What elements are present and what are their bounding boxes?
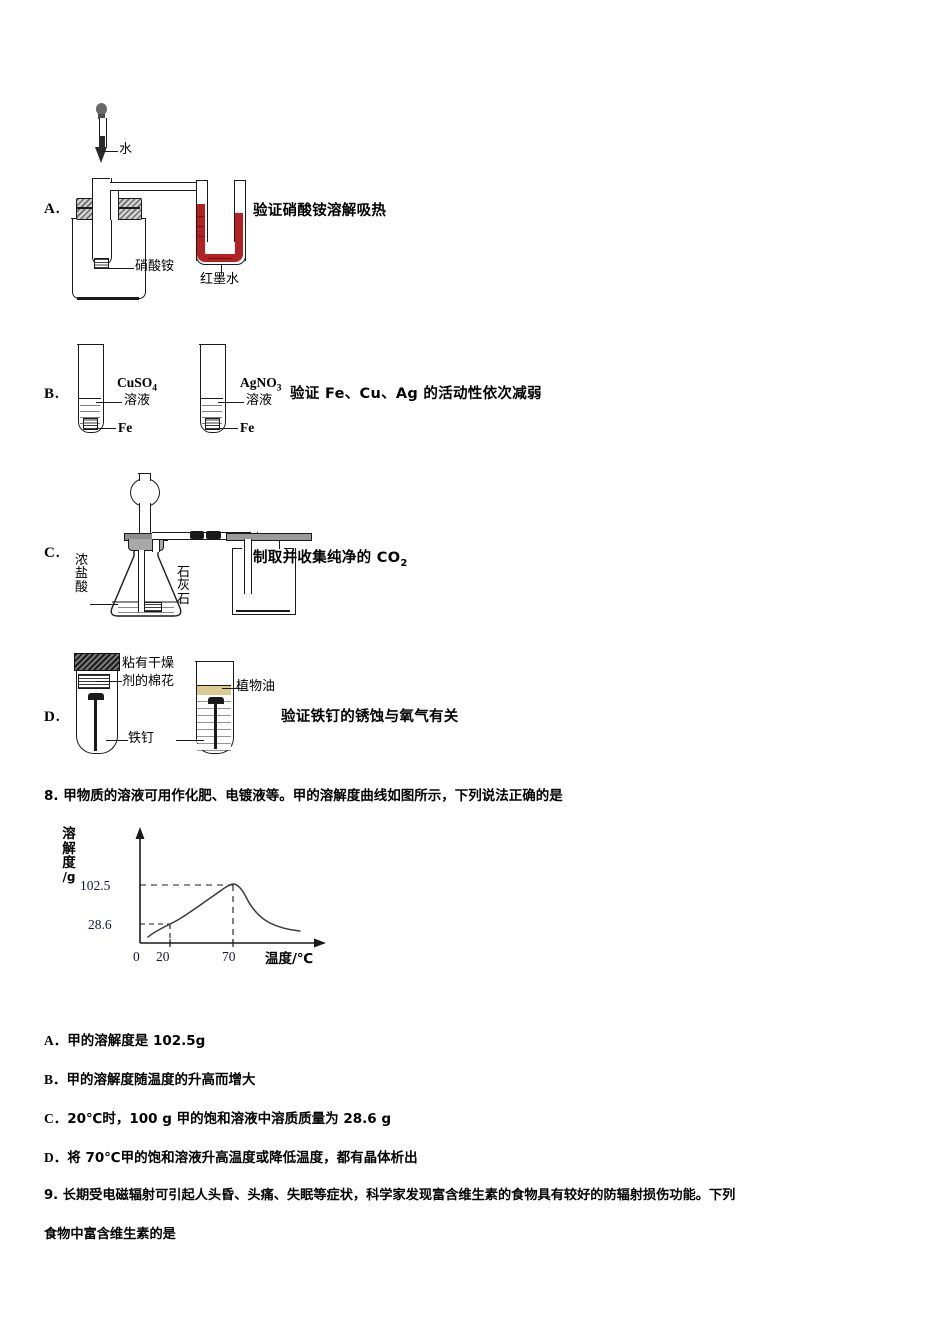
question-9-line-1: 9. 长期受电磁辐射可引起人头昏、头痛、失眠等症状，科学家发现富含维生素的食物具… [44, 1188, 736, 1203]
option-a-letter: A. [44, 201, 61, 217]
q8-choice-b: B．甲的溶解度随温度的升高而增大 [44, 1068, 256, 1088]
u-tube [196, 180, 248, 272]
label-vegetable-oil: 植物油 [236, 679, 276, 694]
q8-choice-b-text: 甲的溶解度随温度的升高而增大 [66, 1072, 256, 1088]
label-solution-2: 溶液 [246, 393, 273, 408]
glass-cover-plate [226, 533, 312, 541]
chart-ytick-28_6: 28.6 [88, 917, 112, 932]
question-8-stem: 8. 甲物质的溶液可用作化肥、电镀液等。甲的溶解度曲线如图所示，下列说法正确的是 [44, 788, 563, 804]
option-d-letter: D. [44, 709, 61, 725]
red-ink-right [235, 213, 243, 252]
label-solution-1: 溶液 [124, 393, 151, 408]
test-tube-agno3 [199, 344, 226, 440]
iron-leader-line-1 [96, 428, 116, 429]
solution-leader-line-2 [218, 402, 244, 403]
chart-ytick-102_5: 102.5 [80, 878, 111, 893]
conical-flask [106, 538, 186, 620]
q8-choice-a: A．甲的溶解度是 102.5g [44, 1029, 205, 1049]
q8-choice-a-text: 甲的溶解度是 102.5g [67, 1033, 206, 1049]
chart-svg [135, 827, 326, 948]
funnel-stem-inner [138, 550, 145, 612]
q8-choice-c: C．20℃时，100 g 甲的饱和溶液中溶质质量为 28.6 g [44, 1107, 391, 1127]
label-conc-hcl: 浓盐酸 [74, 553, 88, 595]
label-fe-1: Fe [118, 420, 133, 435]
label-dry-cotton: 粘有干燥剂的棉花 [122, 656, 175, 689]
pinch-clamp [190, 531, 222, 539]
option-b-letter: B. [44, 386, 60, 402]
iron-nail-leader-line-1 [106, 740, 128, 741]
iron-leader-line-2 [218, 428, 238, 429]
dry-cotton-leader-line [96, 681, 122, 682]
q8-choice-c-letter: C． [44, 1111, 68, 1126]
iron-nail-2 [208, 697, 224, 749]
ylabel-char-2: 度 [62, 855, 76, 872]
agno3-subscript: 3 [276, 383, 282, 394]
label-cuso4: CuSO4 [117, 375, 157, 394]
solution-leader-line-1 [96, 402, 122, 403]
label-agno3: AgNO3 [240, 375, 282, 394]
label-limestone: 石灰石 [176, 565, 190, 607]
dropper-icon [92, 103, 112, 165]
label-iron-nail: 铁钉 [128, 731, 155, 746]
chart-xtick-70: 70 [222, 949, 236, 964]
option-b-caption: 验证 Fe、Cu、Ag 的活动性依次减弱 [290, 386, 542, 402]
ylabel-char-0: 溶 [62, 826, 76, 842]
water-leader-line [101, 151, 118, 152]
red-ink-leader-line [221, 264, 222, 274]
vegetable-oil-leader-line [222, 688, 246, 689]
gas-collection-bottle [232, 540, 296, 616]
ylabel-char-1: 解 [62, 840, 76, 857]
label-ammonium-nitrate: 硝酸铵 [135, 259, 175, 274]
test-tube-dry [76, 657, 118, 762]
option-a-caption: 验证硝酸铵溶解吸热 [253, 203, 387, 219]
cuso4-subscript: 4 [152, 383, 158, 394]
q8-choice-d-letter: D． [44, 1150, 68, 1165]
test-tube-cuso4 [77, 344, 104, 440]
solubility-chart: 溶 解 度 /g 102.5 28.6 [60, 825, 400, 975]
option-c-caption: 制取并收集纯净的 CO2 [253, 546, 408, 569]
tube-stopper-dark [74, 653, 120, 671]
label-red-ink: 红墨水 [200, 272, 240, 287]
q8-choice-d: D．将 70℃甲的饱和溶液升高温度或降低温度，都有晶体析出 [44, 1146, 418, 1166]
ammonium-nitrate-solid [94, 258, 109, 269]
question-9-line-2: 食物中富含维生素的是 [44, 1227, 176, 1242]
conc-hcl-leader-line [90, 604, 118, 605]
option-c-caption-text: 制取并收集纯净的 CO [253, 550, 401, 566]
option-d-caption: 验证铁钉的锈蚀与氧气有关 [281, 709, 459, 725]
dropping-funnel [126, 473, 162, 539]
chart-xlabel: 温度/℃ [265, 951, 314, 967]
iron-nail-1 [88, 693, 104, 751]
chart-xtick-20: 20 [156, 949, 170, 964]
label-fe-2: Fe [240, 420, 255, 435]
bottle-inner-tube [244, 539, 252, 594]
iron-nail-leader-line-2 [176, 740, 204, 741]
ammonium-nitrate-leader-line [106, 268, 134, 269]
option-c-letter: C. [44, 545, 61, 561]
q8-choice-b-letter: B． [44, 1072, 67, 1087]
cuso4-formula: CuSO [117, 375, 153, 390]
q8-choice-c-text: 20℃时，100 g 甲的饱和溶液中溶质质量为 28.6 g [67, 1111, 391, 1127]
delivery-tube [110, 182, 210, 242]
chart-ylabel: 溶 解 度 /g [60, 827, 78, 884]
red-ink-left [197, 204, 205, 252]
agno3-formula: AgNO [240, 375, 277, 390]
ylabel-char-3: /g [62, 869, 76, 884]
option-c-caption-subscript: 2 [400, 557, 408, 569]
q8-choice-d-text: 将 70℃甲的饱和溶液升高温度或降低温度，都有晶体析出 [67, 1150, 418, 1166]
q8-choice-a-letter: A． [44, 1033, 68, 1048]
water-layer [197, 695, 231, 751]
label-water: 水 [119, 142, 133, 157]
chart-xtick-0: 0 [133, 949, 140, 964]
